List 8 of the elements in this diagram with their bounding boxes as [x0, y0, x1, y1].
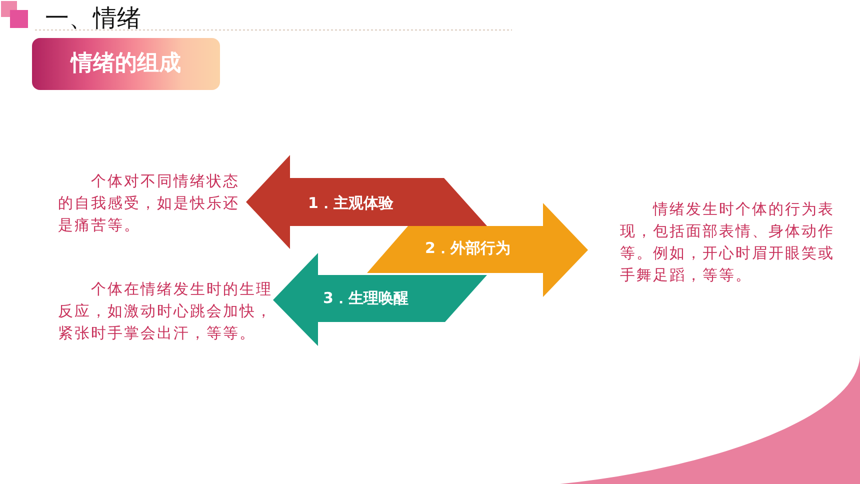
description-text: 个体在情绪发生时的生理反应，如激动时心跳会加快，紧张时手掌会出汗，等等。 [58, 279, 274, 344]
title-banner: 情绪的组成 [32, 38, 220, 90]
title: 一、情绪 [45, 3, 141, 34]
arrow-label: 1．主观体验 [308, 194, 394, 213]
description-text: 情绪发生时个体的行为表现，包括面部表情、身体动作等。例如，开心时眉开眼笑或手舞足蹈，等等。 [620, 199, 836, 286]
arrow-label: 2．外部行为 [425, 239, 510, 258]
arrow-label: 3．生理唤醒 [323, 288, 408, 308]
description-text: 个体对不同情绪状态的自我感受，如是快乐还是痛苦等。 [58, 171, 240, 236]
